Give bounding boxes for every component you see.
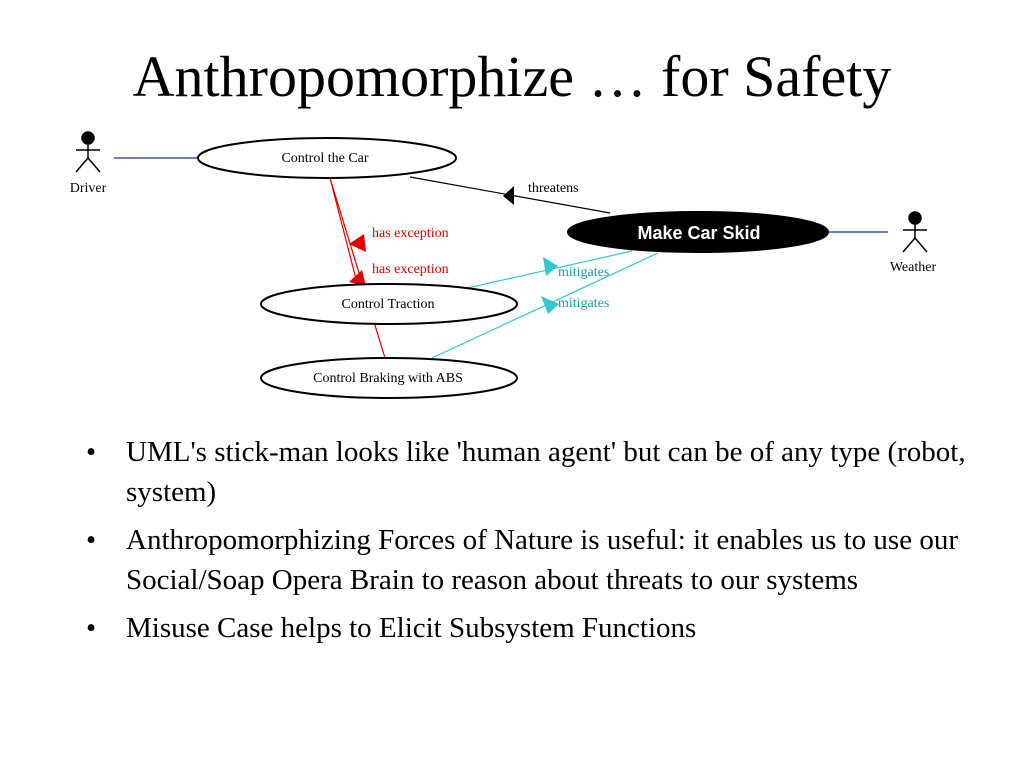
bullet-list: • UML's stick-man looks like 'human agen… [80,432,980,656]
use-case-control-traction[interactable] [260,283,518,325]
has-exception-arrowhead-2 [349,270,366,286]
mitigates-arrowhead-2 [541,296,559,314]
slide-title: Anthropomorphize … for Safety [132,44,892,109]
has-exception-label-2: has exception [372,262,449,277]
misuse-case-make-car-skid[interactable] [567,211,829,253]
driver-label: Driver [70,181,107,196]
use-case-control-braking[interactable] [260,357,518,399]
bullet-dot: • [86,612,97,644]
bullet-text: Anthropomorphizing Forces of Nature is u… [126,524,958,596]
bullet-item: • Anthropomorphizing Forces of Nature is… [80,520,980,600]
has-exception-arrowhead-1 [349,234,366,252]
misuse-case-diagram: Driver Weather threatens has exception h… [70,131,937,399]
mitigates-arrowhead-1 [543,257,558,276]
misuse-case-make-car-skid-label: Make Car Skid [637,223,760,243]
bullet-dot: • [86,436,97,468]
bullet-text: Misuse Case helps to Elicit Subsystem Fu… [126,612,697,644]
mitigates-label-2: mitigates [558,296,609,311]
has-exception-line-1 [329,177,359,288]
use-case-control-the-car-label: Control the Car [281,151,368,166]
weather-label: Weather [890,260,937,275]
bullet-text: UML's stick-man looks like 'human agent'… [126,436,966,508]
bullet-item: • UML's stick-man looks like 'human agen… [80,432,980,512]
use-case-control-braking-label: Control Braking with ABS [313,371,463,386]
use-case-control-traction-label: Control Traction [342,297,435,312]
threatens-arrowhead [503,186,514,205]
has-exception-label-1: has exception [372,226,449,241]
driver-actor-icon [75,131,101,173]
weather-actor-icon [902,211,928,253]
use-case-control-the-car[interactable] [197,137,457,179]
has-exception-line-2 [329,177,386,359]
mitigates-label-1: mitigates [558,265,609,280]
threatens-label: threatens [528,181,579,196]
bullet-item: • Misuse Case helps to Elicit Subsystem … [80,608,980,648]
bullet-dot: • [86,524,97,556]
